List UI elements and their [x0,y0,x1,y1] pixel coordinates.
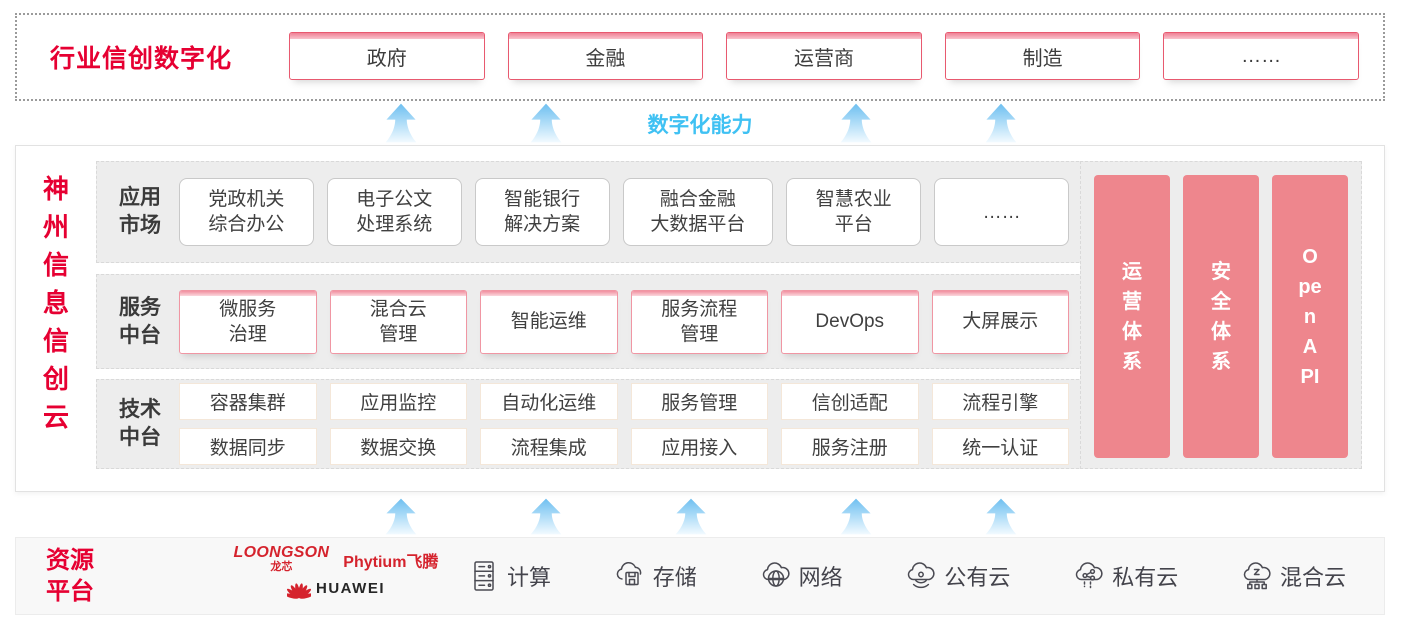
tech-item: 应用接入 [630,428,768,465]
app-item: 智能银行 解决方案 [474,178,610,246]
pillar-label: Open API [1298,245,1322,388]
private-cloud-icon [1071,558,1107,594]
tech-item: 自动化运维 [480,383,618,420]
up-arrow-icon [530,498,562,535]
service-item: 智能运维 [480,289,618,354]
platform-title: 神州信息信创云 [42,174,69,432]
resource-item-label: 公有云 [944,565,1011,590]
tech-item: 数据交换 [329,428,467,465]
industry-box: 运营商 [726,32,922,80]
banner-title: 行业信创数字化 [50,45,233,73]
tech-item: 应用监控 [329,383,467,420]
resource-item: 混合云 [1239,558,1346,594]
row-label: 应用 市场 [119,186,161,237]
resource-items: 计算 存储 网络 公有云 私有云 [466,538,1346,614]
network-icon [758,558,794,594]
up-arrow-icon [985,103,1017,143]
industry-box: …… [1163,32,1359,80]
capability-label: 数字化能力 [647,114,753,137]
resource-item-label: 私有云 [1112,565,1179,590]
tech-item: 统一认证 [931,428,1069,465]
tech-line-2: 数据同步 数据交换 流程集成 应用接入 服务注册 统一认证 [179,428,1069,465]
up-arrow-icon [675,498,707,535]
industry-label: 运营商 [793,47,854,70]
industry-box: 制造 [944,32,1141,80]
pillar-bar: Open API [1272,175,1348,458]
up-arrow-icon [985,498,1017,535]
service-item: 微服务 治理 [179,289,317,354]
industry-label: 制造 [1022,47,1063,70]
service-middle-row: 服务 中台 微服务 治理 混合云 管理 智能运维 服务流程 管理 DevOps … [96,274,1084,369]
tech-line-1: 容器集群 应用监控 自动化运维 服务管理 信创适配 流程引擎 [179,383,1069,420]
app-market-row: 应用 市场 党政机关 综合办公 电子公文 处理系统 智能银行 解决方案 融合金融… [96,161,1084,263]
industry-box: 金融 [507,32,704,80]
compute-icon [466,558,502,594]
industry-label: 金融 [585,47,626,70]
tech-middle-row: 技术 中台 容器集群 应用监控 自动化运维 服务管理 信创适配 流程引擎 [96,379,1084,469]
app-market-items: 党政机关 综合办公 电子公文 处理系统 智能银行 解决方案 融合金融 大数据平台… [179,178,1069,246]
resource-item-label: 存储 [652,565,697,590]
pillar-bar: 安全体系 [1183,175,1259,458]
app-item: …… [934,178,1069,246]
service-items: 微服务 治理 混合云 管理 智能运维 服务流程 管理 DevOps 大屏展示 [179,289,1069,354]
hybrid-cloud-icon [1239,558,1275,594]
app-item: 融合金融 大数据平台 [622,178,774,246]
service-item: 服务流程 管理 [630,289,768,354]
up-arrow-icon [840,498,872,535]
resource-item-label: 计算 [507,565,552,590]
huawei-flower-icon [287,583,311,599]
vendor-logos: LOONGSON 龙芯 Phytium飞腾 [206,545,466,599]
resource-item: 私有云 [1071,558,1178,594]
resource-item: 存储 [612,558,697,594]
pillar-column: 运营体系 安全体系 Open API [1080,161,1362,469]
vendor-loongson: LOONGSON 龙芯 [234,545,330,573]
phytium-wordmark: Phytium [343,554,407,571]
vendor-phytium: Phytium飞腾 [343,548,438,572]
loongson-cn-label: 龙芯 [270,561,293,573]
tech-item: 容器集群 [179,383,317,420]
app-item: 智慧农业 平台 [786,178,922,246]
resource-item: 计算 [466,558,551,594]
public-cloud-icon [903,558,939,594]
service-item: DevOps [781,289,919,354]
industry-box: 政府 [289,32,485,80]
resource-panel: 资源 平台 LOONGSON 龙芯 Phytium飞腾 [15,537,1385,615]
vendor-line: LOONGSON 龙芯 Phytium飞腾 [234,545,439,573]
up-arrow-icon [385,498,417,535]
industry-label: 政府 [366,47,407,70]
pillar-label: 安全体系 [1211,260,1231,373]
loongson-wordmark: LOONGSON [233,544,330,561]
resource-item-label: 混合云 [1279,565,1346,590]
tech-item: 信创适配 [781,383,919,420]
resource-item: 公有云 [903,558,1010,594]
pillar-bar: 运营体系 [1094,175,1170,458]
tech-item: 服务注册 [781,428,919,465]
resource-title: 资源 平台 [46,547,94,605]
app-item: 党政机关 综合办公 [179,178,314,246]
app-item: 电子公文 处理系统 [326,178,462,246]
industry-row: 政府 金融 运营商 制造 …… [289,32,1359,80]
huawei-wordmark: HUAWEI [316,579,385,597]
up-arrow-icon [530,103,562,143]
up-arrow-icon [385,103,417,143]
tech-items: 容器集群 应用监控 自动化运维 服务管理 信创适配 流程引擎 数据 [179,383,1069,465]
resource-item-label: 网络 [798,565,843,590]
row-label: 服务 中台 [119,295,161,347]
pillar-label: 运营体系 [1122,260,1142,373]
tech-item: 数据同步 [179,428,317,465]
resource-item: 网络 [758,558,843,594]
phytium-cn-label: 飞腾 [406,554,439,571]
up-arrow-icon [840,103,872,143]
platform-box: 神州信息信创云 应用 市场 党政机关 综合办公 电子公文 处理系统 智能银行 解… [15,145,1385,492]
tech-item: 流程引擎 [931,383,1069,420]
industry-label: …… [1241,44,1282,67]
tech-item: 服务管理 [630,383,768,420]
service-item: 大屏展示 [931,289,1069,354]
service-item: 混合云 管理 [329,289,467,354]
storage-icon [612,558,648,594]
industry-banner: 行业信创数字化 政府 金融 运营商 制造 …… [15,13,1385,101]
vendor-huawei: HUAWEI [287,577,385,599]
row-label: 技术 中台 [119,398,161,449]
tech-item: 流程集成 [480,428,618,465]
